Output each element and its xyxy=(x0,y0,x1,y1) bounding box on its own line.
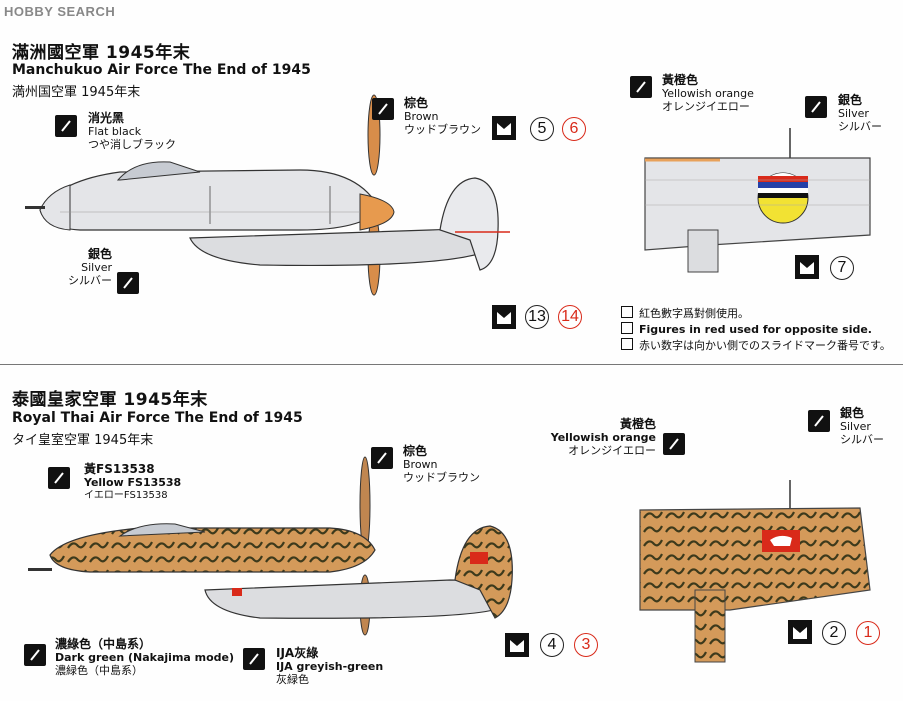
paint-icon-yellowish-orange-2 xyxy=(663,433,685,455)
label-yellowish-orange: 黃橙色 Yellowish orange オレンジイエロー xyxy=(662,73,754,114)
decal-number-13: 13 xyxy=(525,305,549,329)
decal-icon-7 xyxy=(795,255,819,279)
section1-title-cn: 滿洲國空軍 1945年末 xyxy=(12,43,191,63)
paint-icon-yellowish-orange xyxy=(630,76,652,98)
paint-icon-yellow xyxy=(48,467,70,489)
label-brown-2: 棕色 Brown ウッドブラウン xyxy=(403,444,480,485)
label-ija: IJA灰綠 IJA greyish-green 灰緑色 xyxy=(276,646,384,687)
decal-icon-1314 xyxy=(492,305,516,329)
label-flat-black: 消光黑 Flat black つや消しブラック xyxy=(88,111,176,152)
label-dark-green: 濃綠色（中島系） Dark green (Nakajima mode) 濃緑色（… xyxy=(55,637,235,678)
paint-icon-silver xyxy=(117,272,139,294)
note-jp: 赤い数字は向かい側でのスライドマーク番号です。 xyxy=(621,338,891,354)
wing2-top-view xyxy=(639,480,871,663)
section1-title-jp: 満州国空軍 1945年末 xyxy=(12,85,141,100)
plane2-side-view xyxy=(28,456,513,636)
label-silver: 銀色 Silver シルバー xyxy=(68,247,112,288)
label-yellow: 黃FS13538 Yellow FS13538 イエローFS13538 xyxy=(84,462,182,502)
decal-number-3: 3 xyxy=(574,633,598,657)
decal-number-7: 7 xyxy=(830,256,854,280)
label-silver-2: 銀色 Silver シルバー xyxy=(840,406,884,447)
decal-icon-43 xyxy=(505,633,529,657)
section2-title-cn: 泰國皇家空軍 1945年末 xyxy=(12,390,208,410)
decal-icon-21 xyxy=(788,620,812,644)
decal-icon-56 xyxy=(492,116,516,140)
decal-number-4: 4 xyxy=(540,633,564,657)
paint-icon-silver-2 xyxy=(808,410,830,432)
decal-number-1: 1 xyxy=(856,621,880,645)
watermark: HOBBY SEARCH xyxy=(4,4,116,19)
paint-icon-brown-2 xyxy=(371,447,393,469)
section2-title-en: Royal Thai Air Force The End of 1945 xyxy=(12,410,303,426)
section-divider xyxy=(0,364,903,365)
note-en: Figures in red used for opposite side. xyxy=(621,322,891,338)
plane1-side-view xyxy=(25,94,510,296)
decal-number-5: 5 xyxy=(530,117,554,141)
paint-icon-dark-green xyxy=(24,644,46,666)
section1-title-en: Manchukuo Air Force The End of 1945 xyxy=(12,62,311,78)
note-cn: 紅色數字爲對側使用。 xyxy=(621,306,891,322)
section2-title-jp: タイ皇室空軍 1945年末 xyxy=(12,433,154,448)
paint-icon-ija xyxy=(243,648,265,670)
decal-number-14: 14 xyxy=(558,305,582,329)
label-yellowish-orange-2: 黃橙色 Yellowish orange オレンジイエロー xyxy=(550,417,656,458)
notes: 紅色數字爲對側使用。 Figures in red used for oppos… xyxy=(621,306,891,354)
label-brown: 棕色 Brown ウッドブラウン xyxy=(404,96,481,137)
decal-number-2: 2 xyxy=(822,621,846,645)
decal-number-6: 6 xyxy=(562,117,586,141)
paint-icon-silver-tail xyxy=(805,96,827,118)
label-silver-tail: 銀色 Silver シルバー xyxy=(838,93,882,134)
paint-icon-flat-black xyxy=(55,115,77,137)
wing1-top-view xyxy=(644,128,871,273)
paint-icon-brown xyxy=(372,98,394,120)
